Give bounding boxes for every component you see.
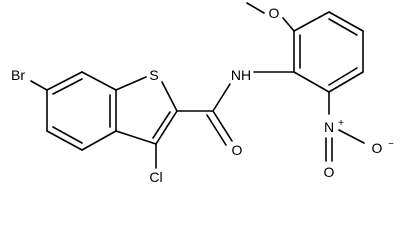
bond-c2prime-omethoxy <box>282 17 295 32</box>
structure-diagram: Br S Cl O NH O N + O − O <box>11 2 394 185</box>
bond-c6-br <box>30 80 48 91</box>
atom-n-nitro: N <box>324 119 334 135</box>
atom-cl: Cl <box>149 169 162 185</box>
bond-c2-c3prime <box>293 11 330 32</box>
bond-c3a-c4 <box>81 130 117 151</box>
bond-c6-c1prime <box>293 71 330 93</box>
atom-o-nitro-bottom: O <box>324 164 335 180</box>
bond-c2-c3-inner <box>152 111 171 139</box>
bond-c4-c5 <box>46 130 83 151</box>
bond-s-c2 <box>161 81 178 112</box>
atom-o-nitro-right: O <box>372 140 383 156</box>
bond-c5-c6prime <box>328 71 364 93</box>
atom-labels: Br S Cl O NH O N + O − O <box>11 5 394 185</box>
bond-camide-n <box>212 83 231 112</box>
charge-plus: + <box>338 118 344 129</box>
bond-c6-c7 <box>46 71 83 91</box>
bond-camide-o-2 <box>206 114 227 146</box>
bond-c3-c4prime-inner <box>328 18 358 36</box>
bond-omethoxy-ch3 <box>246 2 265 14</box>
bond-c6-c7-inner <box>52 78 83 95</box>
bond-c2-c3 <box>155 110 178 145</box>
atom-o-carbonyl: O <box>232 142 243 158</box>
bond-c7-c7a <box>81 71 117 91</box>
atom-o-methoxy: O <box>269 5 280 21</box>
bond-c4-c5-inner <box>52 126 83 144</box>
charge-minus: − <box>388 139 394 150</box>
bond-c7a-s <box>115 76 147 91</box>
bond-c5-c6prime-inner <box>328 67 358 86</box>
atom-nh: NH <box>231 67 251 83</box>
bond-nnitro-oright <box>338 129 365 144</box>
bonds <box>30 2 365 169</box>
atom-s: S <box>149 67 158 83</box>
bond-c3-c4prime <box>328 11 364 32</box>
bond-camide-o-1 <box>212 110 233 142</box>
atom-br: Br <box>11 67 25 83</box>
bond-c3-c3a <box>115 130 157 145</box>
